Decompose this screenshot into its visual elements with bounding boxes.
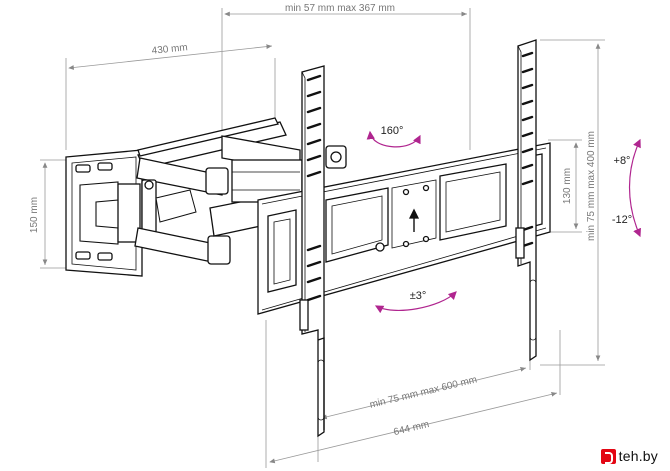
arm-length-dimension-label: 430 mm bbox=[151, 42, 188, 57]
swivel-angle-label: 160° bbox=[381, 125, 404, 137]
right-tv-rail bbox=[515, 39, 537, 362]
level-arrow bbox=[374, 291, 457, 314]
watermark: teh.by bbox=[596, 447, 662, 465]
swivel-arrow bbox=[366, 130, 421, 148]
tilt-down-label: -12° bbox=[612, 214, 632, 226]
bracket-height-label: 130 mm bbox=[562, 168, 573, 204]
level-angle-label: ±3° bbox=[410, 290, 427, 302]
distance-dimension-label: min 57 mm max 367 mm bbox=[285, 3, 395, 14]
overall-width-label: 644 mm bbox=[393, 419, 431, 438]
dimension-lines bbox=[40, 8, 605, 468]
tilt-arrow bbox=[628, 138, 641, 238]
tilt-up-label: +8° bbox=[614, 155, 631, 167]
vesa-horizontal-label: min 75 mm max 600 mm bbox=[369, 374, 479, 410]
watermark-text: teh.by bbox=[618, 448, 658, 464]
vesa-vertical-label: min 75 mm max 400 mm bbox=[586, 131, 597, 241]
wall-plate-height-label: 150 mm bbox=[29, 197, 40, 233]
left-tv-rail bbox=[299, 65, 325, 438]
wall-plate bbox=[65, 149, 143, 277]
watermark-logo-icon bbox=[600, 448, 616, 464]
